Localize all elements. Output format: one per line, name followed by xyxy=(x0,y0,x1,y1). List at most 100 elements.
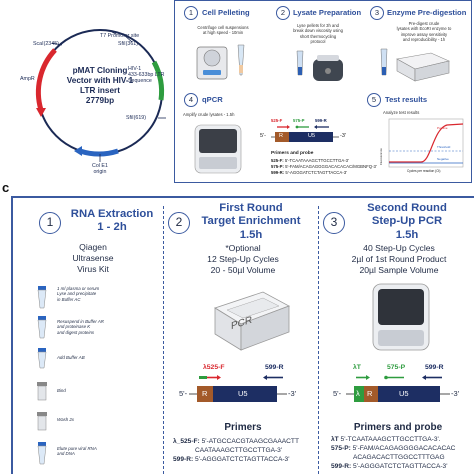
section-2-number: 2 xyxy=(168,212,190,234)
qpcr-primer-line-3: 599-R: 5'-AGGGATCTCTAGTTACCA-3' xyxy=(271,170,347,176)
qpcr-amplicon-diagram xyxy=(271,125,339,142)
ampr-arrowhead xyxy=(36,108,46,117)
pcr-machine-icon xyxy=(214,291,290,351)
extraction-step-line: in Buffer AC xyxy=(57,296,81,302)
second-round-right-end: -3' xyxy=(451,389,460,398)
centrifuge-icon xyxy=(196,44,245,80)
qpcr-machine-icon xyxy=(194,124,242,174)
graph-threshold-label: Threshold xyxy=(437,145,451,149)
step-3-desc-line: lysates with EcoRI enzyme to xyxy=(396,26,452,32)
step-1-desc-line: at high speed - 10min xyxy=(202,30,244,36)
step-1-number: 1 xyxy=(184,6,198,20)
primer-seq: 5'-TCAATAAAGCTTGCCTTGA-3'. xyxy=(340,436,441,443)
section-1-body-line: Ultrasense xyxy=(72,252,114,263)
primers-heading: Primers xyxy=(224,422,262,433)
second-round-probe-cont: ACAGACACTTGGCCTTTGAG xyxy=(353,454,445,461)
step-5-number: 5 xyxy=(367,93,381,107)
tube-icon xyxy=(37,316,47,339)
section-1-body-line: Virus Kit xyxy=(77,263,109,274)
sfii-top-label: SfiI(361) xyxy=(118,41,139,47)
first-round-primer-2: 599-R: 5'-AGGGATCTCTAGTTACCA-3' xyxy=(173,456,289,465)
section-2-body: *Optional 12 Step-Up Cycles 20 - 50µl Vo… xyxy=(178,243,308,276)
extraction-step-line: Elute pure viral RNA xyxy=(57,446,97,451)
primer-name: 599-R: xyxy=(271,170,285,175)
section-3-body-line: 40 Step-Up Cycles xyxy=(363,243,435,253)
second-round-probe-label: 575-P xyxy=(387,364,406,371)
first-round-forward-label: λ525-F xyxy=(203,364,225,371)
first-round-left-end: 5'- xyxy=(179,389,188,398)
second-round-left-end: 5'- xyxy=(333,389,342,398)
ori-label: Col E1 origin xyxy=(92,163,108,175)
amplification-curve-graph xyxy=(388,118,464,168)
t7-label: T7 Promoter site xyxy=(100,33,140,39)
second-round-probe: 575-P: 5'-FAM/ACAGAGGGGACACACAC xyxy=(331,445,455,454)
extraction-step-4: Bind xyxy=(57,388,66,393)
step-1-desc-line: Centrifuge cell suspensions xyxy=(197,25,249,30)
extraction-step-3: Add Buffer AB xyxy=(57,355,85,360)
primer-seq: 5'-FAM/ACAGAGGGGACACACAC xyxy=(352,445,456,452)
section-3-body-line: 2µl of 1st Round Product xyxy=(351,253,447,264)
step-2-desc-line: short thermocycling xyxy=(299,33,337,39)
qpcr-box-r: R xyxy=(279,133,283,139)
first-round-primer-1: λ_525-F: 5'-ATGCCACGTAAGCGAAACTT xyxy=(173,438,299,447)
section-2-body-line: *Optional xyxy=(225,243,261,253)
primer-name: λ_525-F: xyxy=(173,438,200,445)
second-round-box-u5: U5 xyxy=(399,389,409,398)
section-2-title-line: Target Enrichment xyxy=(201,215,301,228)
extraction-step-line: Lyse and precipitate xyxy=(57,291,97,297)
column-icon xyxy=(37,382,47,401)
section-3-body-line: 20µl Sample Volume xyxy=(359,264,439,275)
plasmid-map: pMAT Cloning Vector with HIV-1 LTR inser… xyxy=(0,0,174,182)
extraction-step-line: 1 ml plasma or serum xyxy=(57,286,100,291)
ori-arrowhead xyxy=(74,146,82,156)
extraction-step-2: Resuspend in Buffer AR and proteinase K … xyxy=(57,319,104,335)
section-3-title: Second Round Step-Up PCR 1.5h xyxy=(347,202,467,242)
step-4-title: qPCR xyxy=(202,95,223,104)
primer-seq: 5'-TCAATAAAGCTTGCCTTGA-3' xyxy=(284,158,349,163)
primer-name: 599-R: xyxy=(331,463,352,470)
plasmid-diagram xyxy=(35,29,166,162)
second-round-primer-1: λT 5'-TCAATAAAGCTTGCCTTGA-3'. xyxy=(331,436,441,445)
qpcr-left-end: 5'- xyxy=(260,133,266,139)
ampr-arc xyxy=(35,48,57,111)
plasmid-name-line: Vector with HIV-1 xyxy=(66,75,134,85)
thermocycler-icon xyxy=(380,48,450,82)
primer-name: 575-P: xyxy=(271,164,284,169)
step-3-desc: Pre-digest crude lysates with EcoRI enzy… xyxy=(383,21,465,42)
graph-xlabel: Cycles per reaction (Ct) xyxy=(407,169,441,173)
primer-name: 575-P: xyxy=(331,445,351,452)
graph-positive-label: Positive xyxy=(437,126,448,130)
first-round-amplicon-diagram xyxy=(189,375,287,402)
ampr-label: AmpR xyxy=(20,76,35,82)
extraction-step-line: and DNA xyxy=(57,451,75,457)
t7-tick xyxy=(111,31,117,35)
section-3-body: 40 Step-Up Cycles 2µl of 1st Round Produ… xyxy=(331,243,467,276)
step-2-title: Lysate Preparation xyxy=(293,8,362,17)
sfii-bottom-label: SfiI(619) xyxy=(126,115,147,121)
step-2-desc-line: Lyse pellets for 3h and xyxy=(297,23,339,28)
section-2-body-line: 12 Step-Up Cycles xyxy=(207,253,279,264)
qpcr-forward-label: 525-F xyxy=(271,118,283,123)
sfii-top-tick xyxy=(123,34,133,43)
step-1-desc: Centrifuge cell suspensions at high spee… xyxy=(185,25,261,36)
first-round-right-end: -3' xyxy=(288,389,297,398)
section-3-number: 3 xyxy=(323,212,345,234)
tube-icon xyxy=(37,348,47,369)
step-3-desc-line: Pre-digest crude xyxy=(408,21,440,26)
step-2-desc-line: protocol xyxy=(310,38,326,44)
primer-seq: 5'-AGGGATCTCTAGTTACCA-3' xyxy=(353,463,448,470)
scai-tick xyxy=(51,42,63,46)
extraction-step-5: Wash 2x xyxy=(57,417,75,422)
first-round-box-r: R xyxy=(202,389,208,398)
primer-seq: 5'-FAM/ACAGAGGGGACACACAC/MGBNFQ-3' xyxy=(285,164,377,169)
qpcr-reverse-label: 599-R xyxy=(315,118,327,123)
step-3-desc-line: and reproducibility - 1h xyxy=(402,36,446,42)
section-2-title: First Round Target Enrichment 1.5h xyxy=(191,202,311,242)
ori-label-line: Col E1 xyxy=(92,163,108,169)
qpcr-primer-line-2: 575-P: 5'-FAM/ACAGAGGGGACACACAC/MGBNFQ-3… xyxy=(271,164,377,170)
step-2-desc: Lyse pellets for 3h and break down visco… xyxy=(278,23,358,44)
second-round-primer-2: 599-R: 5'-AGGGATCTCTAGTTACCA-3' xyxy=(331,463,447,472)
section-2-title-line: 1.5h xyxy=(239,228,263,241)
section-3-title-line: Second Round xyxy=(367,202,447,214)
tube-icon xyxy=(37,442,47,465)
